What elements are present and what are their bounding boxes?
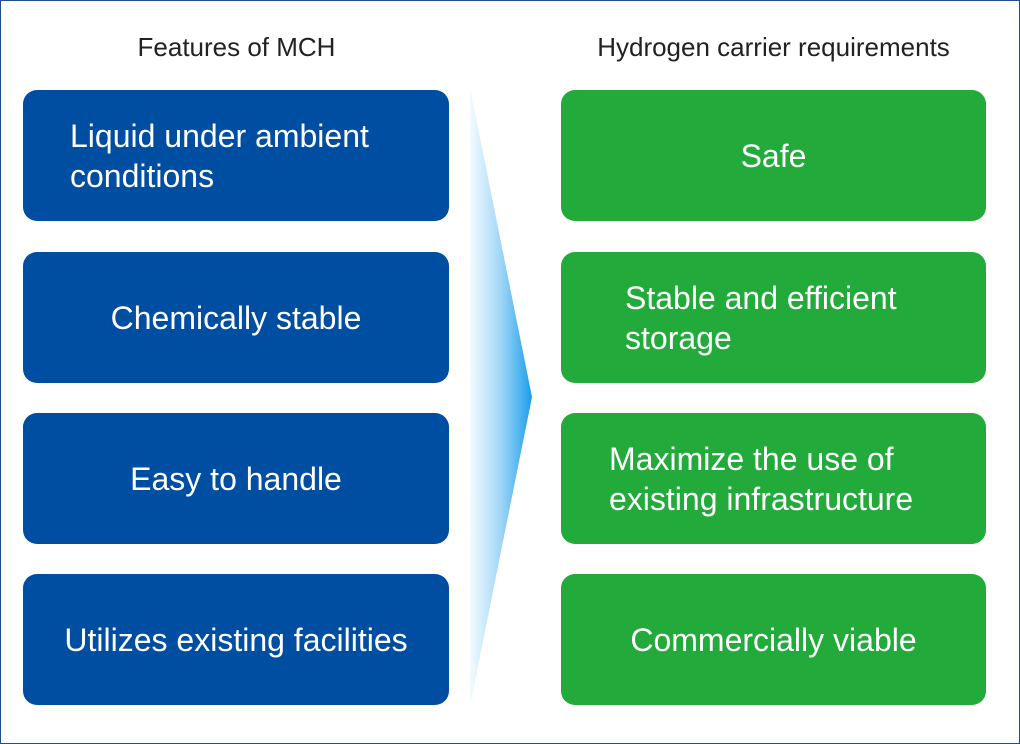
chevron-arrow-right-icon: [470, 88, 532, 706]
mch-feature-box-3: Easy to handle: [23, 413, 449, 544]
carrier-requirement-box-4: Commercially viable: [561, 574, 986, 705]
requirement-label: Safe: [740, 137, 807, 174]
mch-feature-box-1: Liquid under ambient conditions: [23, 90, 449, 221]
left-column-title: Features of MCH: [137, 32, 336, 62]
mch-feature-label: Chemically stable: [110, 299, 362, 336]
carrier-requirement-box-1: Safe: [561, 90, 986, 221]
mch-feature-label: Utilizes existing facilities: [64, 621, 408, 658]
carrier-requirement-box-2: Stable and efficient storage: [561, 252, 986, 383]
carrier-requirement-box-3: Maximize the use of existing infrastruct…: [561, 413, 986, 544]
mch-feature-box-4: Utilizes existing facilities: [23, 574, 449, 705]
requirement-label: Commercially viable: [630, 621, 917, 658]
mch-feature-label: Easy to handle: [130, 460, 342, 497]
requirement-label: Maximize the use of existing infrastruct…: [609, 440, 914, 517]
mch-feature-label: Liquid under ambient conditions: [70, 117, 369, 194]
requirement-label: Stable and efficient storage: [625, 279, 897, 356]
mch-feature-box-2: Chemically stable: [23, 252, 449, 383]
right-column-title: Hydrogen carrier requirements: [597, 32, 950, 62]
